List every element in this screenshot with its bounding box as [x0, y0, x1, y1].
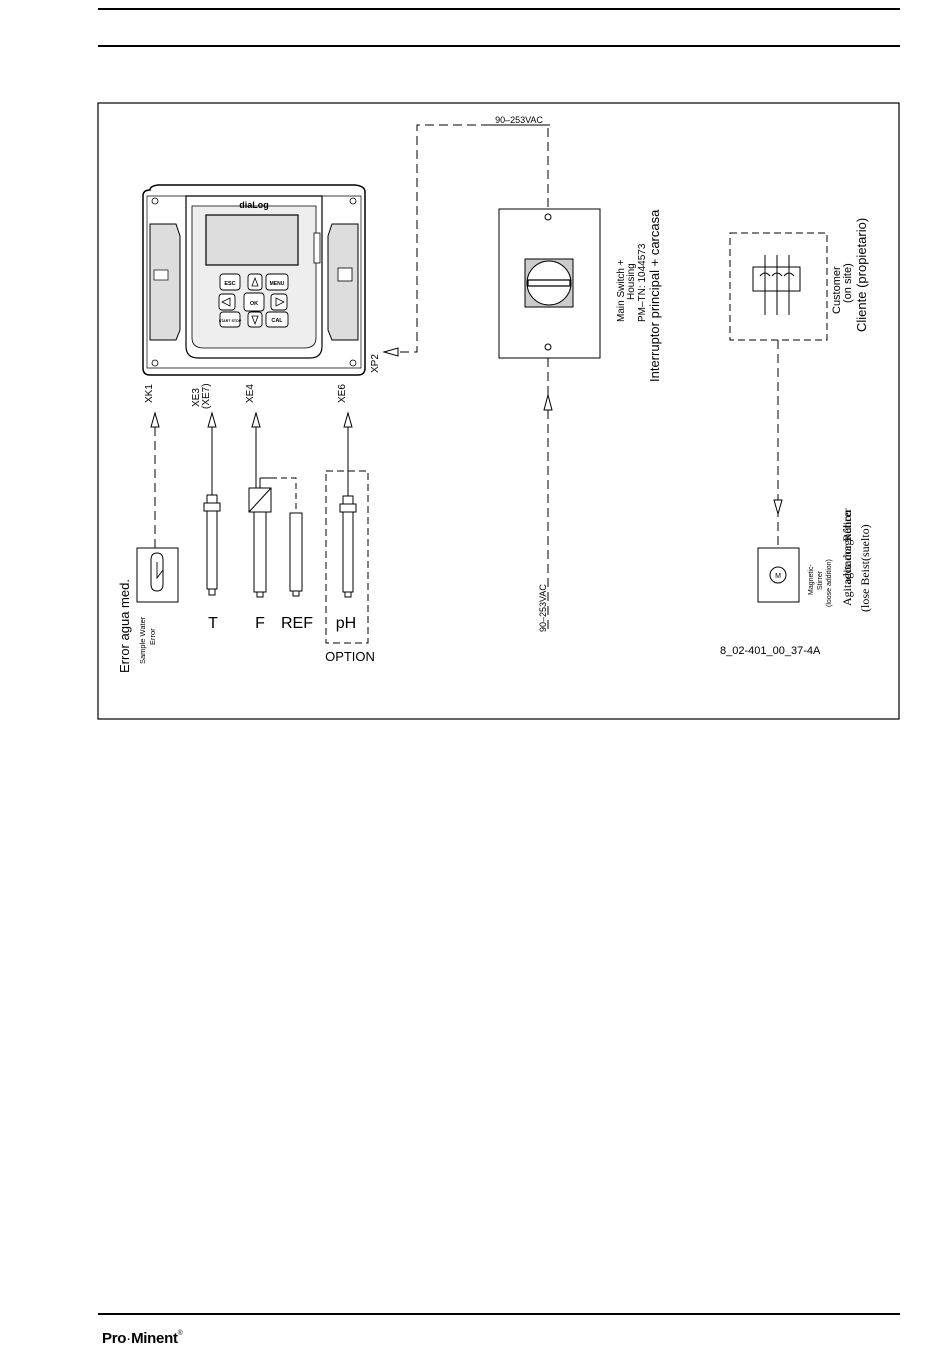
device-display — [205, 214, 299, 266]
footer-rule — [98, 1313, 900, 1315]
sensor-label-t: T — [208, 615, 218, 632]
sensor-label-f: F — [255, 615, 265, 632]
stirrer-label-overlap-a: Agitador magnético — [840, 510, 854, 606]
stirrer-label-en-1: Magnetic- — [808, 564, 815, 595]
supply-label-bottom: 90–253VAC — [538, 584, 548, 632]
key-ok: OK — [250, 301, 258, 307]
supply-label-top: 90–253VAC — [495, 115, 543, 125]
sensor-fluoride — [248, 477, 297, 598]
terminal-xe3: XE3 — [191, 388, 202, 407]
key-menu: MENU — [270, 281, 285, 287]
sensor-label-ref: REF — [281, 615, 313, 632]
arrow-left-icon — [221, 297, 231, 307]
terminal-xe7: (XE7) — [201, 383, 212, 409]
key-esc: ESC — [224, 281, 235, 287]
signal-arrows — [150, 411, 353, 428]
drawing-id: 8_02-401_00_37-4A — [720, 645, 821, 657]
terminal-xe6: XE6 — [337, 384, 348, 403]
stirrer-label-overlap-b: (lose Beist(suelto) — [858, 524, 872, 612]
customer-label-en-2: (on site) — [842, 263, 854, 303]
sample-water-label-es: Error agua med. — [117, 579, 132, 673]
customer-box — [729, 232, 828, 341]
stirrer-label-en-3: (loose addition) — [826, 559, 833, 607]
arrow-right-icon — [275, 297, 285, 307]
prominent-logo: Pro·Minent® — [102, 1330, 183, 1347]
stirrer-motor-icon — [769, 566, 787, 584]
arrow-down-icon — [251, 315, 259, 326]
diagram-frame — [97, 102, 900, 720]
magnetic-stirrer: M — [757, 547, 800, 603]
stirrer-label-en-2: Stirrer — [817, 570, 824, 590]
main-switch-label-en-2: Housing — [626, 263, 637, 300]
sensor-temperature — [203, 494, 221, 596]
xp2-arrow — [382, 347, 399, 357]
dialog-controller: diaLog ESC MENU OK START STOP CAL — [142, 184, 366, 376]
main-switch-label-es: Interruptor principal + carcasa — [647, 209, 662, 382]
sample-water-switch — [136, 547, 179, 603]
option-box — [325, 470, 369, 644]
sensor-reference — [289, 512, 303, 597]
customer-label-en-1: Customer — [831, 266, 843, 314]
terminal-xp2: XP2 — [370, 354, 381, 373]
sample-water-label-en-1: Sample Water — [138, 616, 147, 664]
header-rule-top — [98, 8, 900, 10]
power-lines — [400, 124, 549, 634]
arrow-up-icon — [251, 276, 259, 287]
option-label: OPTION — [325, 649, 375, 664]
sample-water-label-en-2: Error — [148, 628, 157, 645]
customer-terminal-block — [752, 255, 801, 315]
key-cal: CAL — [271, 318, 283, 324]
sensor-ph — [339, 495, 357, 598]
stirrer-label-overlap-c: agitador Rührer — [840, 508, 854, 584]
key-start-stop: START STOP — [219, 319, 242, 323]
wiring-diagram: diaLog ESC MENU OK START STOP CAL XK1 — [97, 102, 900, 720]
signal-lines — [154, 427, 349, 548]
terminal-xe4: XE4 — [245, 384, 256, 403]
device-brand: diaLog — [239, 200, 269, 210]
supply-arrow — [543, 393, 553, 411]
svg-text:M: M — [775, 573, 781, 580]
device-keypad — [218, 273, 289, 328]
customer-label-es: Cliente (propietario) — [854, 218, 869, 332]
header-rule-bottom — [98, 45, 900, 47]
main-switch — [498, 208, 601, 359]
main-switch-label-en-3: PM–TN: 1044573 — [637, 243, 648, 322]
terminal-xk1: XK1 — [144, 384, 155, 403]
housing-screws — [151, 197, 357, 367]
stirrer-arrow — [773, 499, 783, 516]
sensor-label-ph: pH — [336, 615, 356, 632]
main-switch-label-en-1: Main Switch + — [616, 259, 627, 322]
